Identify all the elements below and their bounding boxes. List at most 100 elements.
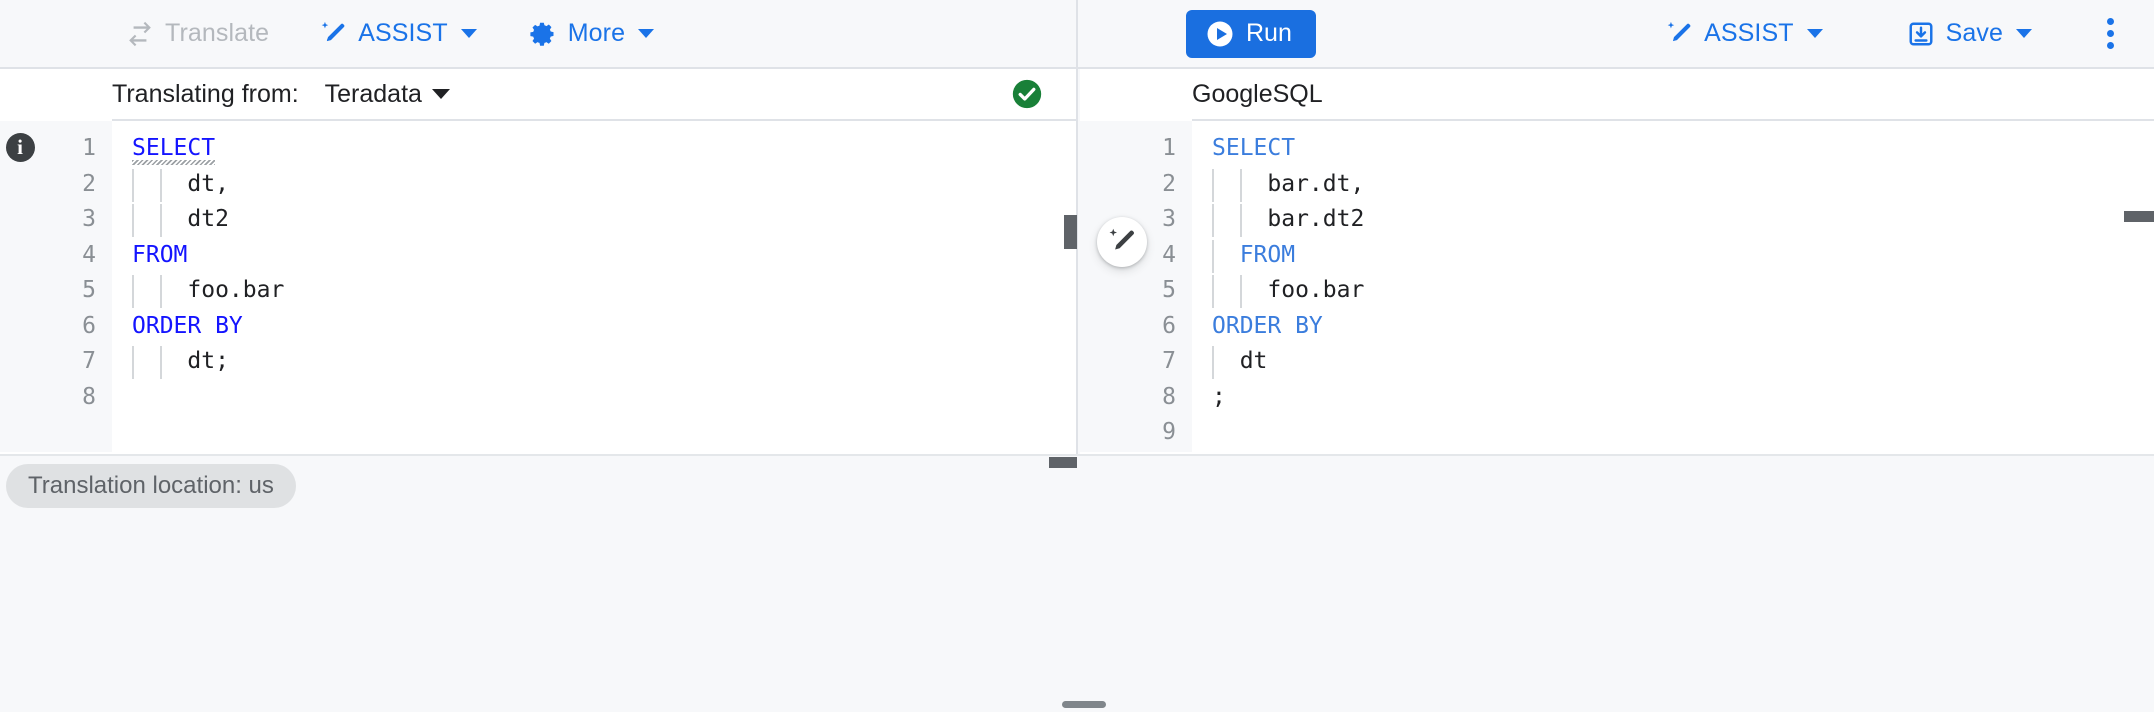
source-line-numbers: 1 2 3 4 5 6 7 8 [40, 121, 112, 452]
error-squiggle [132, 159, 215, 165]
gear-icon [529, 20, 557, 48]
run-button-label: Run [1246, 19, 1292, 47]
save-button-label: Save [1945, 19, 2003, 47]
line-number: 5 [1162, 277, 1176, 303]
magic-wand-icon [319, 20, 347, 48]
info-icon[interactable]: i [5, 133, 35, 162]
indent-guide [1212, 239, 1214, 273]
sql-keyword: ORDER BY [1212, 312, 1323, 339]
indent-guide [1212, 346, 1214, 379]
more-button-label: More [567, 19, 626, 47]
indent-guide [1212, 204, 1214, 237]
line-number: 1 [82, 135, 96, 161]
assist-right-button[interactable]: ASSIST [1651, 10, 1837, 58]
chevron-down-icon [638, 29, 655, 38]
code-line: bar.dt, [1212, 167, 2154, 203]
chevron-down-icon [460, 29, 477, 38]
line-number: 5 [82, 277, 96, 303]
indent-guide [132, 168, 134, 202]
indent-guide [159, 346, 162, 379]
panel-resize-handle[interactable] [1062, 701, 1106, 708]
line-number: 2 [1162, 170, 1176, 197]
target-pane-header: GoogleSQL [1192, 69, 2154, 121]
source-vertical-scrollbar[interactable] [1064, 215, 1077, 249]
magic-wand-edit-icon[interactable] [1097, 217, 1147, 267]
line-number: 1 [1162, 135, 1176, 161]
swap-horizontal-icon [126, 20, 154, 48]
assist-left-label: ASSIST [358, 19, 448, 47]
translating-from-label: Translating from: [112, 79, 299, 108]
code-line [132, 380, 1076, 416]
source-dialect-select[interactable]: Teradata [319, 76, 456, 113]
indent-guide [159, 275, 162, 308]
source-pane-header: Translating from: Teradata [112, 69, 1076, 121]
assist-left-button[interactable]: ASSIST [305, 10, 491, 58]
code-line: dt [1212, 344, 2154, 380]
target-horizontal-scrollbar[interactable] [2124, 211, 2154, 222]
toolbar-left-group: Translate ASSIST [0, 0, 1078, 67]
source-horizontal-scrollbar[interactable] [1049, 457, 1077, 468]
line-number: 7 [1162, 348, 1176, 374]
indent-guide [1239, 275, 1242, 308]
indent-guide [1212, 168, 1214, 202]
save-download-icon [1907, 20, 1935, 48]
target-info-gutter [1080, 121, 1120, 452]
sql-keyword: FROM [1239, 241, 1296, 268]
indent-guide [1212, 275, 1214, 308]
translation-location-chip: Translation location: us [6, 464, 296, 508]
sql-keyword: ORDER BY [132, 312, 243, 339]
code-line: ORDER BY [1212, 309, 2154, 345]
line-number: 6 [1162, 312, 1176, 339]
indent-guide [1239, 204, 1242, 237]
save-button[interactable]: Save [1893, 10, 2046, 58]
indent-guide [1239, 168, 1242, 202]
translate-button[interactable]: Translate [112, 10, 283, 58]
line-number: 9 [1162, 419, 1176, 445]
play-circle-icon [1205, 19, 1235, 49]
source-dialect-value: Teradata [324, 79, 422, 108]
indent-guide [159, 168, 162, 202]
line-number: 2 [82, 170, 96, 197]
code-line: SELECT [132, 131, 1076, 167]
source-pane: Translating from: Teradata i 1 2 3 4 5 6 7 8 [0, 69, 1078, 454]
more-button[interactable]: More [515, 10, 668, 58]
code-line: dt2 [132, 202, 1076, 238]
line-number: 6 [82, 312, 96, 339]
run-button[interactable]: Run [1186, 9, 1316, 58]
chevron-down-icon [2016, 29, 2032, 38]
line-number: 3 [82, 206, 96, 232]
code-line: ORDER BY [132, 309, 1076, 345]
magic-wand-icon [1665, 20, 1693, 48]
sql-keyword: SELECT [1212, 135, 1296, 161]
indent-guide [132, 204, 134, 237]
code-line: foo.bar [1212, 273, 2154, 309]
code-line: bar.dt2 [1212, 202, 2154, 238]
code-line: FROM [1212, 238, 2154, 274]
code-line: foo.bar [132, 273, 1076, 309]
line-number: 8 [1162, 383, 1176, 410]
assist-right-label: ASSIST [1704, 19, 1794, 47]
chevron-down-icon [1806, 29, 1823, 38]
code-line: FROM [132, 238, 1076, 274]
chevron-down-icon [431, 89, 450, 99]
sql-keyword: SELECT [132, 135, 216, 161]
code-line: dt; [132, 344, 1076, 380]
code-line: dt, [132, 167, 1076, 203]
line-number: 7 [82, 348, 96, 374]
line-number: 4 [1162, 241, 1176, 268]
line-number: 8 [82, 383, 96, 410]
indent-guide [159, 204, 162, 237]
line-number: 4 [82, 241, 96, 268]
sql-keyword: FROM [132, 241, 188, 268]
toolbar: Translate ASSIST [0, 0, 2154, 69]
footer-area: Translation location: us [0, 454, 2154, 712]
more-vertical-icon[interactable] [2086, 10, 2134, 58]
indent-guide [132, 346, 134, 379]
